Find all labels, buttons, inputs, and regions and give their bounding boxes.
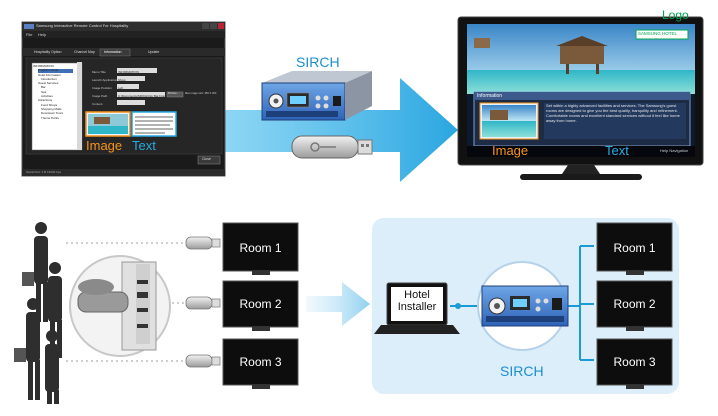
tab-hospitality-option[interactable]: Hospitality Option xyxy=(34,50,62,54)
flow-arrow-bottom xyxy=(306,282,370,326)
settings-tree[interactable]: INFORMATION Program Guide Hotel Informat… xyxy=(33,64,77,120)
image-size-note: Max image size: 350 X 200 xyxy=(185,92,217,95)
app-window xyxy=(21,21,226,177)
tab-channel-map[interactable]: Channel Map xyxy=(74,50,95,54)
app-title: Samsung Interactive Remote Control For H… xyxy=(36,23,129,28)
sirch-label-top: SIRCH xyxy=(296,54,340,70)
installer-line-2: Installer xyxy=(397,301,437,313)
image-caption-tv: Image xyxy=(492,143,529,158)
form-values[interactable]: INFORMATION Show Left C:\Documents\SIRCH… xyxy=(118,68,165,100)
tab-information[interactable]: Information xyxy=(104,50,122,54)
tree-item[interactable]: Shopping Malls xyxy=(41,106,62,111)
tree-item[interactable]: Introduction xyxy=(41,76,57,81)
status-bar: Serial Port: 1 B 19200 bps xyxy=(26,170,62,174)
room-label-left-3: Room 3 xyxy=(239,355,282,369)
tree-item[interactable]: Guest Services xyxy=(38,81,59,86)
launch-application-field[interactable]: Show xyxy=(118,78,126,82)
text-caption-app: Text xyxy=(132,138,156,153)
tree-item[interactable]: Spa xyxy=(41,89,47,94)
usb-sticks-left xyxy=(185,236,221,368)
tree-item[interactable]: Food Shops xyxy=(41,102,58,107)
tree-item[interactable]: INFORMATION xyxy=(33,64,54,68)
room-label-right-1: Room 1 xyxy=(613,241,656,255)
close-button[interactable]: Close xyxy=(202,157,211,161)
tab-update[interactable]: Update xyxy=(148,50,160,54)
room-label-left-2: Room 2 xyxy=(239,297,282,311)
tv-info-title: Information xyxy=(477,93,503,99)
tree-item[interactable]: Hotel Information xyxy=(38,72,61,77)
form-label: Launch Application xyxy=(92,78,118,82)
sirch-device-bottom xyxy=(477,261,569,351)
form-label: Image Position xyxy=(92,86,112,90)
room-tvs-left xyxy=(222,222,299,389)
image-caption-app: Image xyxy=(86,138,123,153)
usb-stick-top xyxy=(291,135,373,159)
room-label-left-1: Room 1 xyxy=(239,241,282,255)
tv-info-body: Set within a highly advanced facilities … xyxy=(546,103,680,123)
image-path-field[interactable]: C:\Documents\SIRCH\Info Bar.bmp xyxy=(118,94,165,98)
blue-connectors xyxy=(450,245,594,361)
hotel-installer-label: Hotel Installer xyxy=(391,289,443,313)
form-labels: Menu Title Launch Application Image Posi… xyxy=(92,68,117,108)
sirch-device-top xyxy=(261,71,372,121)
tree-item[interactable]: Attractions xyxy=(38,98,53,103)
room-label-right-2: Room 2 xyxy=(613,297,656,311)
image-position-field[interactable]: Left xyxy=(118,86,124,90)
room-label-right-3: Room 3 xyxy=(613,355,656,369)
installer-line-1: Hotel xyxy=(404,289,430,301)
logo-badge: SAMSUNG HOTEL xyxy=(638,31,678,36)
tree-item[interactable]: Bar xyxy=(41,85,46,90)
menu-help[interactable]: Help xyxy=(38,32,47,37)
logo-caption: Logo xyxy=(662,8,689,22)
sirch-label-bottom: SIRCH xyxy=(500,363,544,379)
laptop xyxy=(374,282,460,334)
room-tvs-right xyxy=(596,222,673,389)
menu-title-field[interactable]: INFORMATION xyxy=(118,70,139,74)
dotted-connectors-left xyxy=(66,242,184,362)
tree-item[interactable]: Activities xyxy=(41,94,53,99)
tv-display xyxy=(457,16,704,180)
form-label: Content xyxy=(92,102,103,106)
text-caption-tv: Text xyxy=(605,143,629,158)
tree-item[interactable]: Theme Parks xyxy=(41,115,59,120)
browse-button[interactable]: Browse... xyxy=(168,92,179,95)
form-label: Menu Title xyxy=(92,70,106,74)
usb-slot-magnifier xyxy=(69,255,171,357)
guests-silhouettes xyxy=(14,222,62,404)
tree-item[interactable]: Program Guide xyxy=(38,68,59,73)
connector-dot xyxy=(455,303,461,309)
form-label: Image Path xyxy=(92,94,108,98)
tv-help: Help Navigation xyxy=(660,148,689,153)
tree-item[interactable]: Downtown Tours xyxy=(41,111,64,116)
flow-arrow-top xyxy=(180,78,458,182)
menu-file[interactable]: File xyxy=(26,32,33,37)
